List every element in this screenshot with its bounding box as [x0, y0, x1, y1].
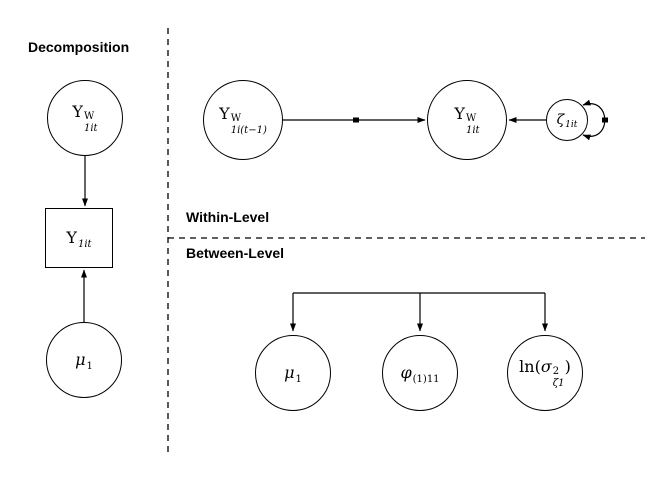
decomposition-title: Decomposition [28, 39, 130, 55]
node-label: Y1it [66, 228, 92, 250]
node-between-mu-circle: μ1 [255, 335, 331, 411]
random-effect-dot-autoregression [353, 117, 359, 123]
random-effect-dot-variance [602, 117, 608, 123]
node-within-zeta-circle: ζ1it [546, 99, 588, 141]
node-label: φ(1)11 [400, 363, 440, 385]
node-between-phi-circle: φ(1)11 [382, 335, 458, 411]
node-decomp-mu-circle: μ1 [46, 322, 122, 398]
node-label: μ1 [75, 350, 93, 372]
within-level-label: Within-Level [186, 209, 270, 225]
node-decomp-y-square: Y1it [45, 208, 113, 268]
node-label: ζ1it [556, 112, 578, 130]
node-label: μ1 [284, 363, 302, 385]
between-level-label: Between-Level [186, 245, 285, 261]
